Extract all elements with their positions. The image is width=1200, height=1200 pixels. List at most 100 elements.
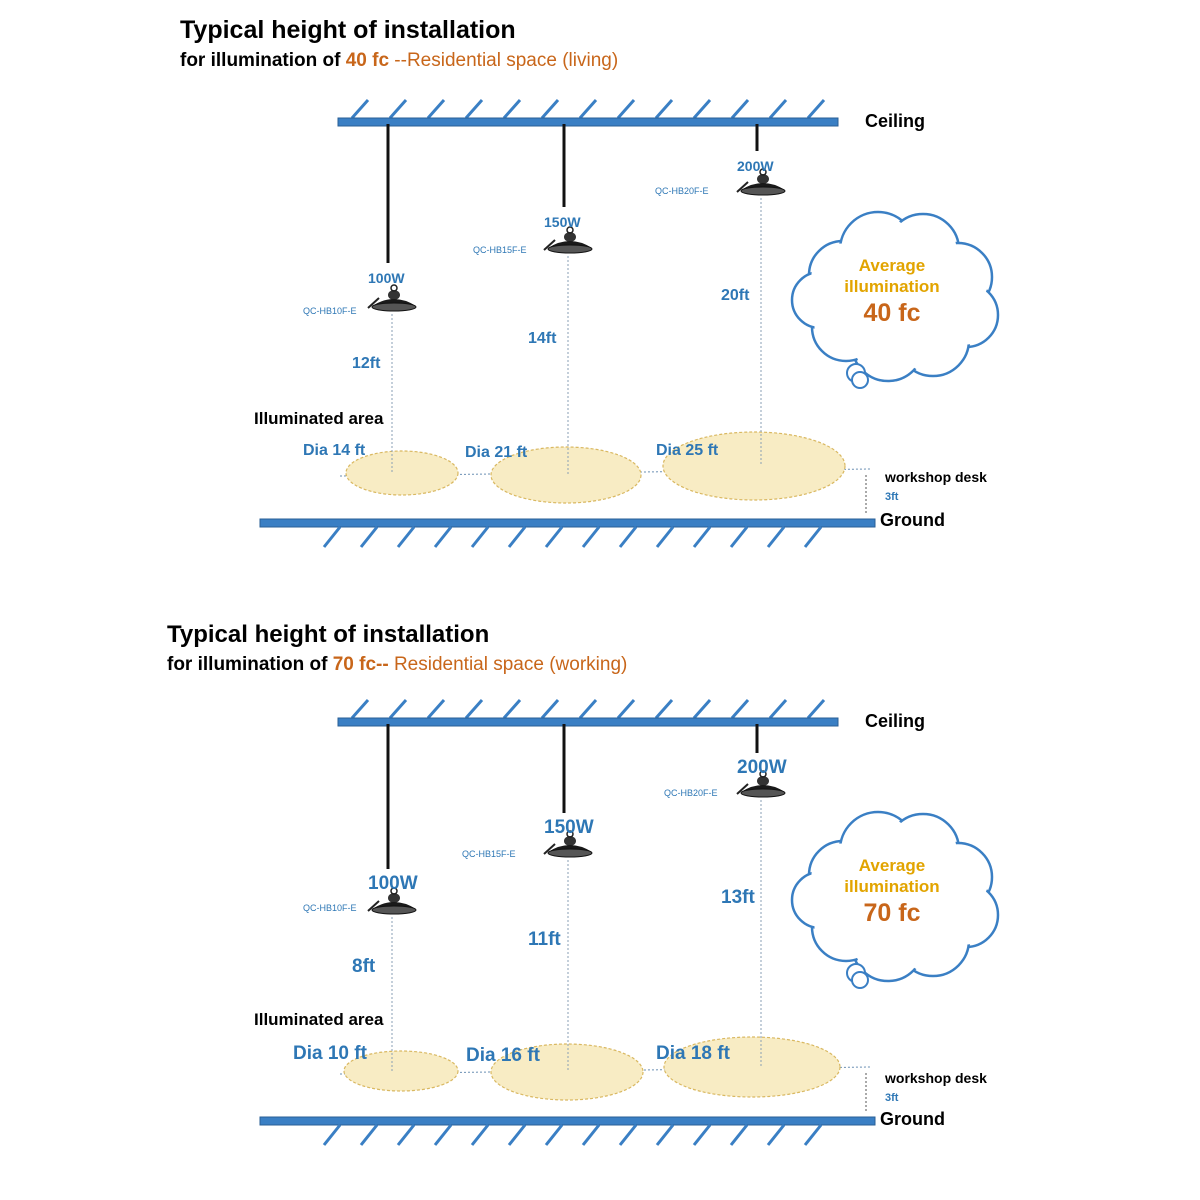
area-diameter: Dia 10 ft (293, 1043, 368, 1064)
ceiling-hatch (426, 699, 446, 719)
subtitle-value: 40 fc (346, 50, 390, 71)
area-diameter: Dia 21 ft (465, 444, 528, 461)
lamp-hook (566, 830, 574, 838)
ground-hatch (470, 1124, 490, 1146)
illuminated-area-label: Illuminated area (254, 409, 384, 428)
mount-height: 20ft (721, 287, 750, 304)
ground-hatch (692, 526, 712, 548)
ceiling-hatch (730, 699, 750, 719)
mount-height: 11ft (528, 929, 561, 950)
ground-hatch (618, 526, 638, 548)
desk-label: workshop desk (884, 1070, 987, 1086)
ground-hatch (655, 526, 675, 548)
lamp-model: QC-HB10F-E (303, 903, 357, 913)
ceiling-hatch (426, 99, 446, 119)
illuminated-area (663, 1036, 841, 1098)
mount-height: 12ft (352, 355, 381, 372)
ceiling-hatch (388, 699, 408, 719)
lamp-bracket (736, 783, 749, 795)
ground-hatch (322, 1124, 342, 1146)
lamp-wattage: 100W (368, 270, 405, 286)
ground-label: Ground (880, 510, 945, 530)
mount-height: 8ft (352, 956, 376, 977)
lamp-lens (547, 848, 593, 858)
lamp-lens (371, 905, 417, 915)
cloud-tail-bubble (851, 971, 869, 989)
subtitle-prefix: for illumination of (180, 50, 346, 71)
ceiling-hatch (464, 99, 484, 119)
ground-hatch (507, 526, 527, 548)
lamp-lens (740, 788, 786, 798)
lamp-hook (390, 284, 398, 292)
ceiling-hatch (768, 99, 788, 119)
lamp-model: QC-HB20F-E (655, 186, 709, 196)
illuminated-area (490, 446, 642, 504)
average-illumination-cloud: Average illumination 40 fc (790, 210, 1000, 389)
mount-height: 14ft (528, 330, 557, 347)
cloud-core (818, 840, 978, 950)
ceiling-hatch (654, 99, 674, 119)
lamp-wattage: 150W (544, 214, 581, 230)
ceiling-hatch (654, 699, 674, 719)
area-diameter: Dia 18 ft (656, 1043, 731, 1064)
lamp-model: QC-HB15F-E (473, 245, 527, 255)
lamp-lens (547, 244, 593, 254)
ceiling-hatch (350, 99, 370, 119)
ground-hatch (507, 1124, 527, 1146)
panel-title: Typical height of installation (180, 16, 516, 44)
ceiling-hatch (806, 699, 826, 719)
panel-title: Typical height of installation (167, 621, 489, 648)
ground-beam (259, 1116, 876, 1126)
ceiling-hatch (540, 699, 560, 719)
lamp-driver (757, 776, 769, 786)
lamp-driver (564, 836, 576, 846)
subtitle-suffix: --Residential space (living) (389, 50, 618, 71)
ground-hatch (581, 1124, 601, 1146)
ground-hatch (359, 1124, 379, 1146)
lamp-bracket (543, 239, 556, 251)
ceiling-beam (337, 717, 839, 727)
lamp-model: QC-HB15F-E (462, 849, 516, 859)
subtitle-value: 70 fc-- (333, 654, 389, 675)
ceiling-hatch (768, 699, 788, 719)
ground-beam (259, 518, 876, 528)
lamp-bracket (367, 900, 380, 912)
lamp-hook (390, 887, 398, 895)
lamp-lens (740, 186, 786, 196)
ground-hatch (803, 526, 823, 548)
cloud-value: 40 fc (864, 299, 921, 327)
ground-hatch (396, 526, 416, 548)
cloud-line-2: illumination (844, 277, 939, 296)
cloud-tail-bubble (851, 371, 869, 389)
illuminated-area (662, 431, 846, 501)
ceiling-hatch (692, 699, 712, 719)
area-diameter: Dia 25 ft (656, 442, 719, 459)
ground-hatch (618, 1124, 638, 1146)
lamp-model: QC-HB20F-E (664, 788, 718, 798)
mount-height: 13ft (721, 887, 755, 908)
ground-hatch (581, 526, 601, 548)
ceiling-label: Ceiling (865, 111, 925, 131)
ground-hatch (766, 526, 786, 548)
ground-hatch (544, 526, 564, 548)
ground-hatch (433, 526, 453, 548)
lamp-driver (388, 893, 400, 903)
ground-hatch (359, 526, 379, 548)
ceiling-hatch (730, 99, 750, 119)
ceiling-hatch (578, 99, 598, 119)
desk-label: workshop desk (884, 469, 987, 485)
lamp-driver (564, 232, 576, 242)
lamp-wattage: 100W (368, 873, 418, 894)
desk-height: 3ft (885, 491, 899, 503)
lamp-bracket (367, 297, 380, 309)
desk-height: 3ft (885, 1092, 899, 1104)
illuminated-area (343, 1050, 459, 1092)
ceiling-beam (337, 117, 839, 127)
cloud-line-1: Average (859, 256, 925, 275)
